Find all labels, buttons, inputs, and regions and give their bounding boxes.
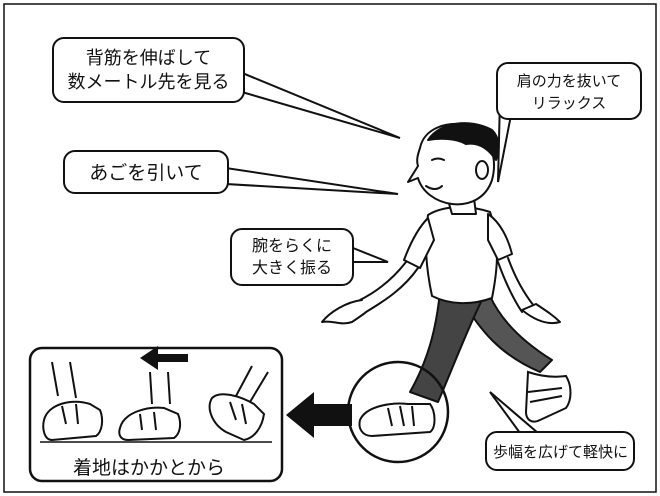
small-arrow-left-icon [140, 346, 188, 370]
back-callout-line2: 数メートル先を見る [67, 72, 230, 93]
stride-callout-line1: 歩幅を広げて軽快に [493, 443, 629, 461]
arm-callout-pointer [346, 244, 389, 263]
torso [424, 206, 498, 304]
stride-callout: 歩幅を広げて軽快に [485, 431, 635, 471]
back-callout-pointer [226, 68, 401, 139]
shoulder-callout-line2: リラックス [531, 94, 607, 112]
shoe-heel-strike-icon [208, 365, 269, 442]
chin-callout: あごを引いて [63, 150, 229, 194]
left-sleeve [403, 217, 435, 269]
shoulder-callout-line1: 肩の力を抜いて [516, 72, 622, 90]
left-hand [321, 299, 367, 325]
back-callout-line1: 背筋を伸ばして [85, 48, 212, 69]
front-leg [409, 291, 483, 403]
back-posture-callout: 背筋を伸ばして 数メートル先を見る [52, 37, 245, 103]
eye [431, 157, 445, 161]
outer-frame [3, 3, 657, 493]
hair [427, 122, 500, 161]
left-arm [359, 261, 407, 301]
shoe-flat-icon [42, 361, 104, 442]
shoe-mid-icon [118, 371, 182, 442]
chin-callout-line1: あごを引いて [89, 162, 203, 184]
front-shoe-icon [358, 402, 436, 438]
ear [475, 160, 489, 180]
arrow-left-icon [286, 392, 352, 438]
back-shoe-icon [524, 370, 572, 423]
right-arm [507, 257, 535, 307]
arm-swing-callout: 腕をらくに 大きく振る [230, 228, 354, 286]
back-leg [461, 295, 553, 373]
right-sleeve [487, 213, 513, 261]
arm-callout-line2: 大きく振る [251, 258, 332, 277]
shoulder-callout: 肩の力を抜いて リラックス [496, 62, 642, 120]
mouth [425, 185, 443, 190]
heel-strike-caption: 着地はかかとから [72, 457, 225, 479]
right-hand [521, 303, 561, 324]
arm-callout-line1: 腕をらくに [251, 236, 332, 255]
walking-man [321, 122, 561, 403]
chin-callout-pointer [225, 166, 399, 195]
